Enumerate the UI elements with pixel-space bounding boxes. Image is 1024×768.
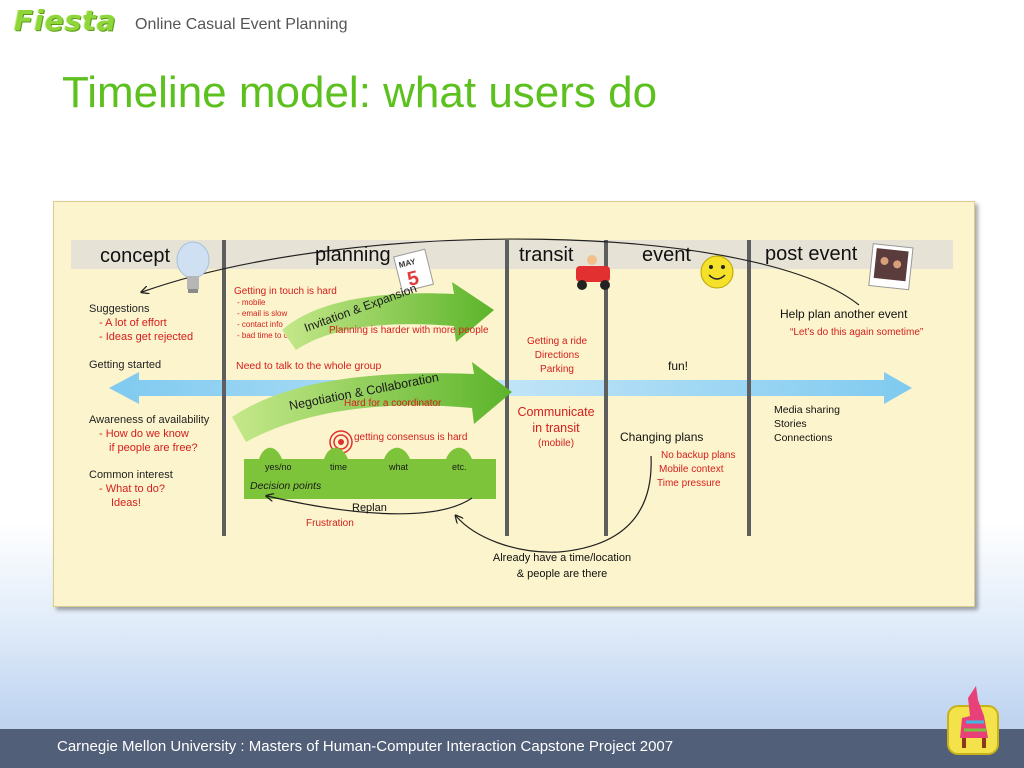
planning-harder: Planning is harder with more people	[329, 325, 489, 336]
decision-label: what	[388, 462, 409, 472]
concept-awareness: Awareness of availability	[89, 414, 210, 426]
planning-getting-in-touch: Getting in touch is hard	[234, 286, 337, 297]
divider-concept-planning	[222, 240, 226, 536]
already-have-arrow	[456, 455, 652, 553]
return-arrow	[142, 238, 860, 306]
divider-event-post	[747, 240, 751, 536]
tagline: Online Casual Event Planning	[135, 16, 348, 33]
transit-mobile: (mobile)	[538, 438, 574, 449]
concept-suggestion-item: - Ideas get rejected	[99, 331, 193, 343]
decision-label: yes/no	[265, 462, 292, 472]
phase-post-event: post event	[765, 243, 858, 265]
decision-points-block	[244, 447, 496, 499]
replan-arrow	[267, 496, 473, 515]
planning-frustration: Frustration	[306, 518, 354, 529]
transit-communicate: Communicate	[517, 405, 594, 419]
slide-title: Timeline model: what users do	[62, 68, 658, 117]
concept-awareness-item: - How do we know	[99, 428, 189, 440]
planning-coordinator: Hard for a coordinator	[344, 398, 442, 409]
negotiation-arrow	[232, 362, 512, 442]
phase-event: event	[642, 244, 691, 266]
phase-header-bar	[71, 240, 953, 269]
planning-touch-item: - contact info	[237, 320, 283, 329]
event-item: Time pressure	[657, 478, 721, 489]
timeline-diagram: concept planning transit event post even…	[53, 201, 975, 607]
divider-planning-transit	[505, 240, 509, 536]
event-item: Mobile context	[659, 464, 724, 475]
concept-common-item: Ideas!	[111, 497, 141, 509]
post-item: Connections	[774, 432, 832, 444]
decision-points-label: Decision points	[250, 480, 322, 492]
post-item: Stories	[774, 418, 807, 430]
transit-item: Getting a ride	[527, 336, 587, 347]
lightbulb-icon	[176, 241, 210, 293]
transit-communicate: in transit	[532, 421, 580, 435]
concept-getting-started: Getting started	[89, 359, 161, 371]
decision-label: time	[330, 462, 347, 472]
footer-text: Carnegie Mellon University : Masters of …	[57, 738, 674, 755]
post-help-plan: Help plan another event	[780, 307, 908, 321]
already-have-text: Already have a time/location	[493, 552, 631, 564]
concept-suggestions: Suggestions	[89, 303, 150, 315]
footer-bar	[0, 729, 1024, 768]
svg-text:5: 5	[405, 267, 421, 291]
planning-touch-item: - email is slow	[237, 309, 287, 318]
transit-item: Parking	[540, 364, 574, 375]
concept-awareness-item: if people are free?	[109, 442, 198, 454]
phase-transit: transit	[519, 244, 574, 266]
photo-icon	[868, 243, 914, 291]
phase-planning: planning	[315, 244, 391, 266]
decision-label: etc.	[452, 462, 467, 472]
planning-touch-item: - bad time to call	[237, 331, 296, 340]
svg-text:MAY: MAY	[398, 257, 417, 270]
planning-consensus: getting consensus is hard	[354, 432, 467, 443]
post-item: Media sharing	[774, 404, 840, 416]
timeline-arrow	[109, 372, 912, 404]
smiley-icon	[700, 255, 734, 289]
invitation-arrow	[282, 282, 494, 350]
fiesta-logo: Fiesta	[14, 4, 117, 37]
concept-suggestion-item: - A lot of effort	[99, 317, 167, 329]
planning-need-to-talk: Need to talk to the whole group	[236, 360, 382, 372]
toy-car-icon	[576, 255, 610, 290]
divider-transit-event	[604, 240, 608, 536]
pinata-mascot-icon	[946, 678, 1000, 756]
concept-common-interest: Common interest	[89, 469, 173, 481]
event-changing-plans: Changing plans	[620, 430, 703, 444]
event-item: No backup plans	[661, 450, 736, 461]
planning-replan: Replan	[352, 502, 387, 514]
already-have-text: & people are there	[517, 568, 608, 580]
phase-concept: concept	[100, 245, 170, 267]
planning-touch-item: - mobile	[237, 298, 266, 307]
calendar-icon: MAY 5	[393, 248, 435, 293]
timeline-svg: concept planning transit event post even…	[71, 238, 953, 580]
event-fun: fun!	[668, 359, 688, 373]
post-quote: “Let’s do this again sometime”	[790, 327, 923, 338]
concept-common-item: - What to do?	[99, 483, 165, 495]
transit-item: Directions	[535, 350, 579, 361]
